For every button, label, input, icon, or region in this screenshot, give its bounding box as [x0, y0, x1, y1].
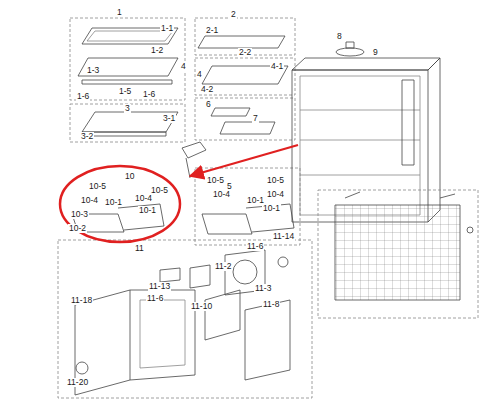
callout-number: 6 — [205, 100, 212, 109]
callout-number: 10-4 — [266, 190, 285, 199]
callout-number: 9 — [372, 48, 379, 57]
callout-number: 3 — [124, 104, 131, 113]
callout-number: 1-6 — [142, 90, 156, 99]
callout-number: 4-2 — [200, 85, 214, 94]
callout-number: 11-18 — [70, 296, 93, 305]
callout-number: 10 — [124, 172, 135, 181]
callout-number: 11-13 — [148, 282, 171, 291]
callout-number: 1-6 — [76, 92, 90, 101]
callout-number: 1-1 — [160, 24, 174, 33]
callout-number: 1-5 — [118, 87, 132, 96]
highlight-ellipse: 1010-510-510-410-110-410-110-310-2 — [58, 164, 182, 244]
callout-number: 4 — [196, 70, 203, 79]
callout-number: 11-8 — [262, 300, 280, 309]
callout-number: 1-3 — [86, 66, 100, 75]
callout-number: 3-2 — [80, 132, 94, 141]
callout-number: 10-4 — [212, 190, 231, 199]
callout-number: 10-5 — [206, 176, 225, 185]
callout-number: 10-1 — [138, 206, 157, 215]
callout-number: 10-2 — [68, 224, 87, 233]
callout-number: 11-3 — [254, 284, 272, 293]
callout-number: 10-4 — [80, 196, 99, 205]
callout-number: 8 — [336, 32, 343, 41]
callout-number: 2 — [230, 10, 237, 19]
callout-number: 2-1 — [205, 26, 219, 35]
red-pointer-arrow — [190, 145, 298, 176]
callout-number: 11-6 — [146, 294, 164, 303]
callout-number: 3-1 — [162, 114, 176, 123]
callout-number: 1 — [116, 8, 123, 17]
callout-number: 4 — [180, 62, 187, 71]
callout-number: 10-5 — [88, 182, 107, 191]
callout-number: 10-3 — [70, 210, 89, 219]
callout-number: 10-4 — [134, 194, 153, 203]
callout-number: 11-10 — [190, 302, 213, 311]
callout-number: 10-1 — [262, 204, 281, 213]
callout-number: 10-5 — [266, 176, 285, 185]
callout-number: 11 — [134, 244, 145, 253]
callout-number: 10-1 — [104, 198, 123, 207]
callout-number: 11-14 — [272, 232, 295, 241]
callout-number: 2-2 — [238, 48, 252, 57]
callout-number: 7 — [252, 114, 259, 123]
callout-number: 11-20 — [66, 378, 89, 387]
callout-number: 4-1 — [270, 62, 284, 71]
callout-number: 1-2 — [150, 46, 164, 55]
callout-number: 11-6 — [246, 242, 264, 251]
callout-number: 11-2 — [214, 262, 232, 271]
